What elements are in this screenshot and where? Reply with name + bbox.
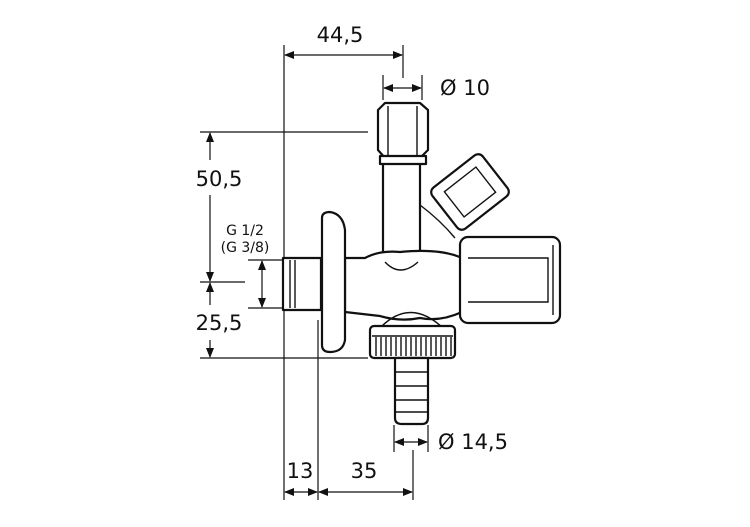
hose-tail xyxy=(393,356,430,426)
valve-body xyxy=(281,101,562,426)
knurled-nut xyxy=(368,324,457,360)
dim-top-width: 44,5 xyxy=(317,23,364,47)
diagonal-nut xyxy=(430,153,510,231)
dim-upper-height: 50,5 xyxy=(196,167,243,191)
dim-bottom-left: 13 xyxy=(287,459,314,483)
dim-lower-height: 25,5 xyxy=(196,311,243,335)
top-nut xyxy=(376,101,430,166)
thread-label-2: (G 3/8) xyxy=(221,240,270,256)
dim-bottom-diameter: Ø 14,5 xyxy=(438,430,508,454)
side-nut xyxy=(458,235,562,325)
thread-label-1: G 1/2 xyxy=(226,223,264,239)
dim-top-diameter: Ø 10 xyxy=(440,76,490,100)
dim-bottom-right: 35 xyxy=(351,459,378,483)
dimension-lines xyxy=(206,51,428,496)
